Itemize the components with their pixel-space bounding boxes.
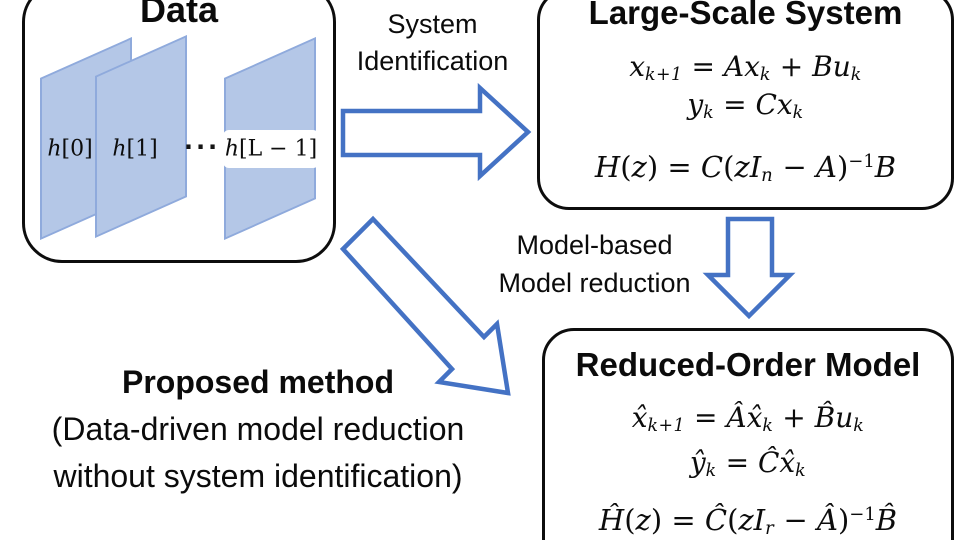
proposed-method-label: Proposed method (Data-driven model reduc…: [0, 359, 516, 500]
sheet-label-background: [223, 130, 319, 168]
state-equation: xk+1 = Axk + Buk: [629, 50, 862, 85]
output-equation: yk = Cxk: [687, 88, 804, 123]
sheet-label-h1: h[1]: [112, 136, 158, 162]
transfer-function-equation: H(z) = C(zIn − A)−1B: [594, 149, 897, 186]
reduced-output-equation: ŷk = Ĉx̂k: [689, 446, 807, 481]
proposed-method-line3: without system identification): [53, 458, 463, 494]
reduced-order-model-title: Reduced-Order Model: [575, 346, 921, 383]
reduced-state-equation: x̂k+1 = Âx̂k + B̂uk: [631, 401, 865, 436]
data-box: Data h[0] h[1] ··· h[L − 1]: [22, 0, 336, 263]
system-identification-line1: System: [387, 9, 478, 39]
large-scale-system-box: Large-Scale System xk+1 = Axk + Buk yk =…: [537, 0, 954, 210]
large-scale-system-title: Large-Scale System: [588, 0, 903, 31]
sheet-label-h0: h[0]: [47, 136, 93, 162]
system-identification-label: System Identification: [325, 6, 540, 80]
model-reduction-line1: Model-based: [516, 230, 673, 260]
sheet-label-hL-1: h[L − 1]: [224, 136, 318, 162]
proposed-method-line2: (Data-driven model reduction: [51, 411, 465, 447]
system-identification-line2: Identification: [356, 46, 509, 76]
reduced-order-model-box: Reduced-Order Model x̂k+1 = Âx̂k + B̂uk …: [542, 328, 954, 540]
reduced-transfer-function-equation: Ĥ(z) = Ĉ(zIr − Â)−1B̂: [598, 502, 898, 539]
system-identification-arrow-icon: [340, 82, 532, 182]
data-box-title: Data: [139, 0, 219, 30]
ellipsis-dots: ···: [183, 133, 221, 161]
proposed-method-line1: Proposed method: [121, 364, 394, 400]
model-reduction-line2: Model reduction: [498, 268, 691, 298]
model-reduction-label: Model-based Model reduction: [462, 226, 727, 302]
